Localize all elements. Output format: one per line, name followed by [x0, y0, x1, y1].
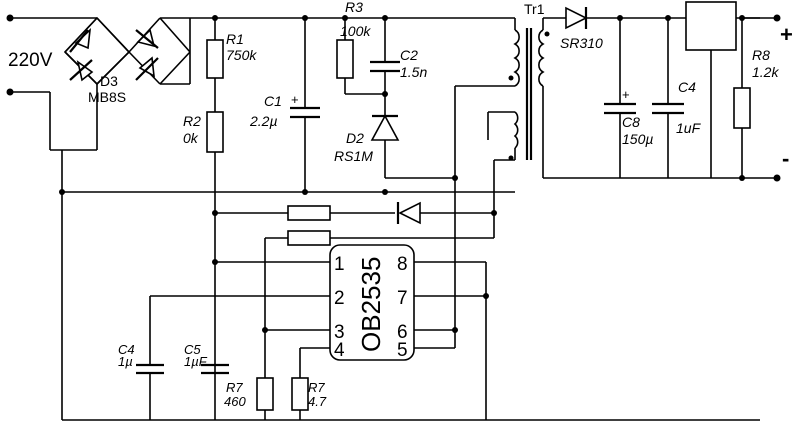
- r7b-ref-label: R7: [308, 380, 325, 395]
- ic-pin-labels: 1 2 34 8 7 65: [334, 254, 408, 361]
- capacitor-c5: C5 1µF: [184, 342, 229, 375]
- capacitor-c1: + C1 2.2µ: [249, 18, 320, 192]
- c8-ref-label: C8: [622, 114, 640, 130]
- resistor-r8: R8 1.2k: [733, 15, 779, 181]
- r1-ref-label: R1: [226, 31, 244, 47]
- d2-ref-label: D2: [346, 130, 364, 146]
- transformer-tr1: Tr1: [454, 1, 550, 340]
- resistor-r7-a: R7 460: [224, 330, 274, 420]
- r3-ref-label: R3: [345, 0, 363, 15]
- capacitor-c4-ic: C4 1µ: [118, 342, 164, 420]
- capacitor-c8: + C8 150µ: [604, 15, 653, 178]
- c1-ref-label: C1: [264, 93, 282, 109]
- c1-value-label: 2.2µ: [249, 113, 278, 129]
- ic-part-label: OB2535: [356, 257, 386, 352]
- r2-ref-label: R2: [183, 113, 201, 129]
- c4-ic-value-label: 1µ: [118, 354, 133, 369]
- ic-pin-2-label: 2: [334, 288, 345, 309]
- output-diode-part-label: SR310: [560, 35, 603, 51]
- resistor-r3: R3 100k: [336, 0, 385, 95]
- ic-wiring: [149, 175, 489, 420]
- output-minus-label: -: [782, 146, 789, 171]
- r2-value-label: 0k: [183, 130, 199, 146]
- primary-ground-bus: [59, 150, 760, 421]
- capacitor-c2: C2 1.5n: [370, 18, 427, 116]
- hv-bus: [190, 15, 515, 21]
- r7b-value-label: 4.7: [308, 394, 327, 409]
- c5-value-label: 1µF: [184, 354, 208, 369]
- d2-part-label: RS1M: [334, 148, 373, 164]
- mains-voltage-label: 220V: [8, 50, 53, 71]
- feedback-network: [215, 201, 497, 330]
- c5-ref-label: C5: [184, 342, 201, 357]
- r8-value-label: 1.2k: [752, 64, 779, 80]
- resistor-r7-b: R7 4.7: [291, 377, 327, 420]
- c8-polarity-label: +: [622, 87, 630, 102]
- resistor-r2: R2 0k: [183, 111, 224, 420]
- ic-pin-3-label: 3: [334, 322, 345, 343]
- resistor-r1: R1 750k: [206, 18, 257, 112]
- bridge-ref-label: D3: [100, 73, 118, 89]
- c2-value-label: 1.5n: [400, 64, 427, 80]
- output-plus-label: +: [780, 22, 793, 47]
- c4-output-value-label: 1uF: [676, 120, 702, 136]
- ic-pin-8-label: 8: [397, 254, 408, 275]
- r7a-value-label: 460: [224, 394, 246, 409]
- capacitor-c4-output: C4 1uF: [652, 15, 702, 178]
- r7a-ref-label: R7: [226, 380, 243, 395]
- output-terminals: + -: [543, 14, 793, 182]
- c4-ic-ref-label: C4: [118, 342, 135, 357]
- ic-pin-1-label: 1: [334, 254, 345, 275]
- r1-value-label: 750k: [226, 47, 257, 63]
- r3-value-label: 100k: [340, 23, 371, 39]
- r8-ref-label: R8: [752, 47, 770, 63]
- tr1-ref-label: Tr1: [524, 1, 545, 17]
- controller-ic: 1 2 34 8 7 65 OB2535: [329, 244, 415, 361]
- ic-pin-4-label: 4: [334, 340, 345, 361]
- bridge-rectifier: D3 MB8S: [63, 16, 191, 150]
- diode-d2: D2 RS1M: [334, 114, 455, 179]
- c2-ref-label: C2: [400, 47, 418, 63]
- bridge-part-label: MB8S: [88, 89, 126, 105]
- mains-input: 220V: [6, 14, 97, 151]
- c4-output-ref-label: C4: [678, 79, 696, 95]
- ic-pin-7-label: 7: [397, 288, 408, 309]
- regulator-block: [685, 1, 737, 178]
- ic-pin-5-label: 5: [397, 340, 408, 361]
- c8-value-label: 150µ: [622, 131, 653, 147]
- ic-pin-6-label: 6: [397, 322, 408, 343]
- c1-polarity-label: +: [291, 92, 299, 107]
